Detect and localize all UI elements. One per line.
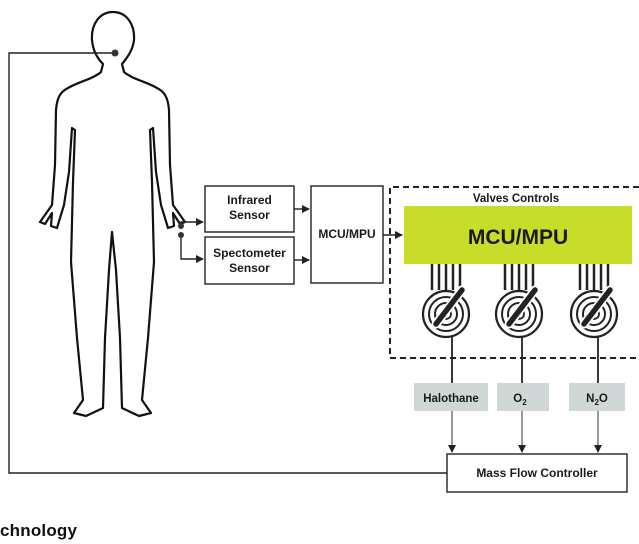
infrared-sensor-label-2: Sensor [229, 208, 270, 222]
valves-controls-title: Valves Controls [473, 193, 559, 205]
gas-o2-subscript: 2 [522, 398, 527, 407]
mcu-valve-wires [430, 264, 610, 290]
valve-n2o-icon [571, 290, 617, 337]
feedback-loop [8, 52, 447, 474]
gas-halothane-box [414, 383, 488, 411]
gas-n2o-subscript: 2 [594, 398, 599, 407]
mouth-sensor-point [111, 49, 119, 57]
gas-o2-box [497, 383, 549, 411]
gas-o2-label: O2 [513, 393, 527, 407]
gas-to-flow-arrows [448, 411, 602, 453]
infrared-sensor-label-1: Infrared [227, 193, 272, 207]
gas-o2-base: O [513, 393, 522, 405]
gas-n2o-box [569, 383, 625, 411]
mass-flow-controller-box [446, 453, 628, 493]
hand-sensor-point-1 [178, 223, 184, 229]
hand-connections [180, 218, 204, 263]
mcu-main-box [404, 206, 632, 264]
spectometer-sensor-box [204, 236, 295, 285]
sensor-to-mcu-arrows [294, 205, 310, 264]
mass-flow-controller-label: Mass Flow Controller [476, 466, 598, 480]
spectometer-sensor-label-2: Sensor [229, 261, 270, 275]
valve-o2-icon [496, 290, 542, 337]
valve-stems [451, 337, 599, 383]
mcu-left-box [310, 185, 384, 284]
valves-controls-border [389, 186, 639, 359]
caption-text: chnology [0, 521, 78, 540]
spectometer-sensor-label-1: Spectometer [213, 246, 286, 260]
gas-n2o-base: N [586, 393, 594, 405]
mcu-left-label: MCU/MPU [318, 227, 375, 241]
gas-halothane-label: Halothane [423, 393, 479, 405]
gas-n2o-suffix: O [599, 393, 608, 405]
human-body-outline [38, 10, 187, 418]
gas-n2o-label: N2O [586, 393, 608, 407]
valve-halothane-icon [423, 290, 469, 337]
mcu-main-label: MCU/MPU [468, 226, 568, 249]
hand-sensor-point-2 [178, 232, 184, 238]
